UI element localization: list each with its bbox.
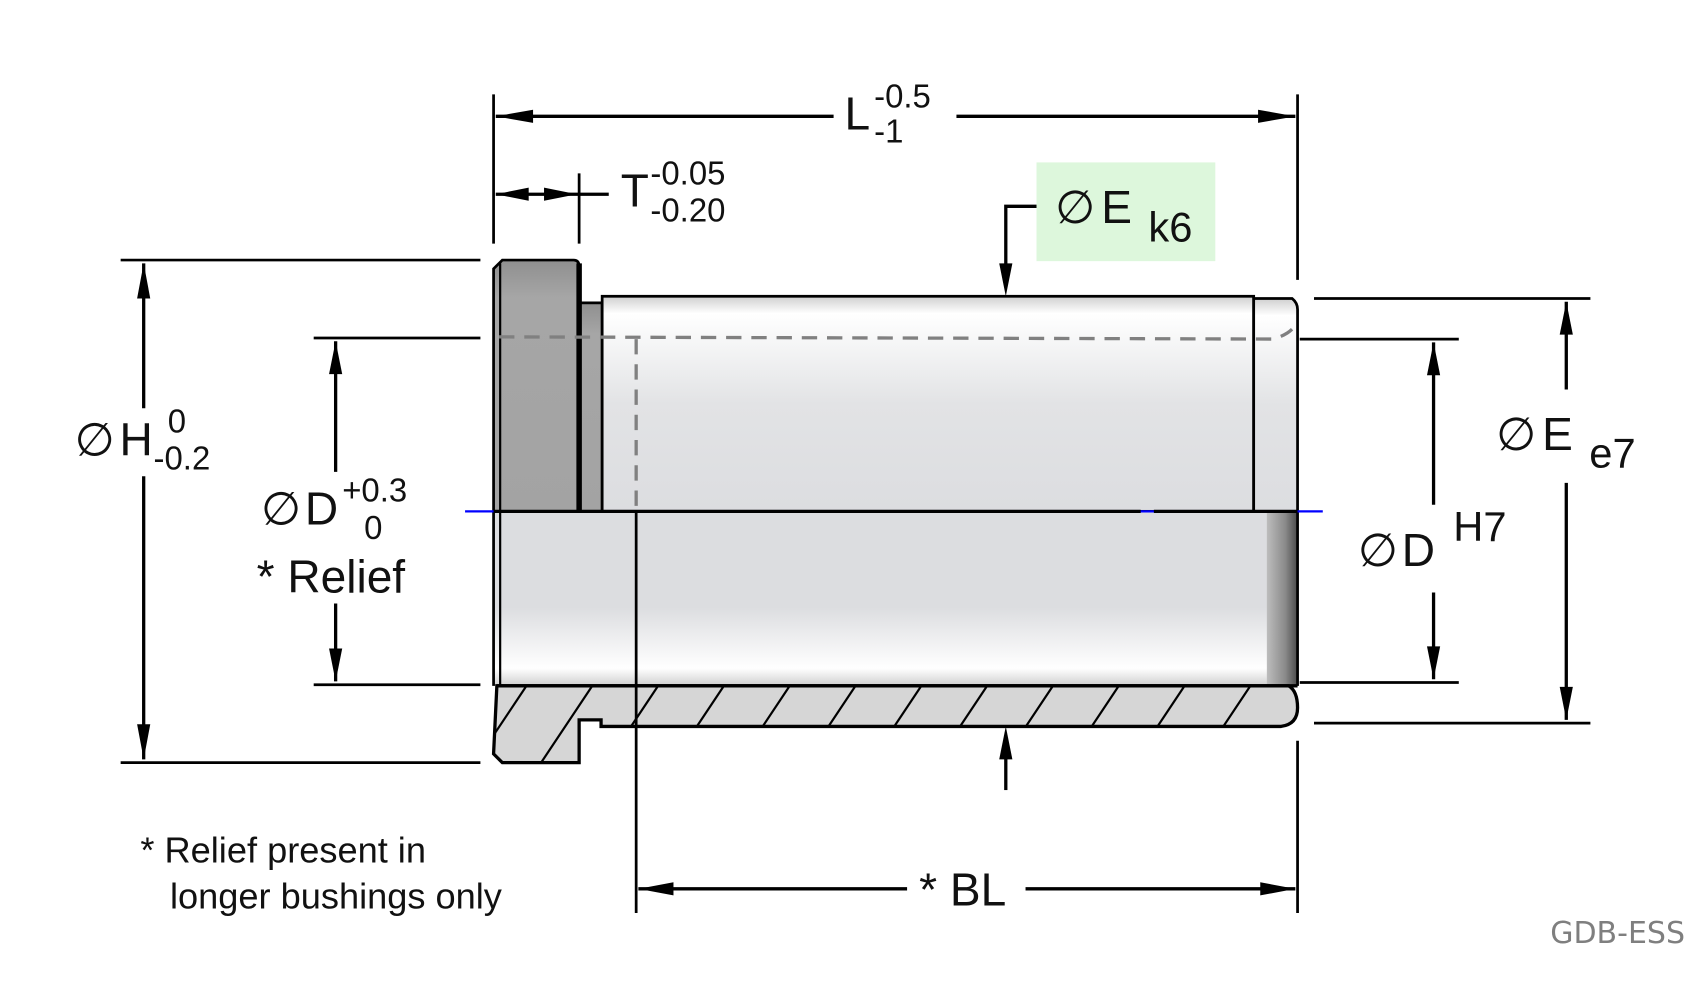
dim-E-e7-diameter-symbol: ∅ — [1496, 408, 1536, 460]
dim-D-relief-upper-tol: +0.3 — [342, 471, 407, 508]
dim-E-k6-diameter-symbol: ∅ — [1055, 181, 1095, 233]
dimension-E-k6: ∅ E k6 — [999, 162, 1216, 297]
dim-E-k6-symbol: E — [1101, 181, 1132, 233]
dimension-T: T -0.05 -0.20 — [495, 154, 725, 244]
dim-T-upper-tol: -0.05 — [650, 154, 725, 191]
dim-T-lower-tol: -0.20 — [650, 192, 725, 229]
footnote-line-2: longer bushings only — [170, 876, 503, 917]
dim-D-relief-symbol: D — [305, 483, 338, 535]
dim-L-upper-tol: -0.5 — [874, 78, 931, 115]
dimension-BL: * BL — [634, 685, 1299, 915]
dim-D-relief-diameter-symbol: ∅ — [261, 483, 301, 535]
dim-H-diameter-symbol: ∅ — [75, 413, 115, 465]
dimension-E-e7: ∅ E e7 — [1314, 297, 1636, 725]
dim-H-lower-tol: -0.2 — [154, 440, 211, 477]
dim-D-H7-symbol: D — [1402, 524, 1435, 576]
dim-BL-label: * BL — [919, 863, 1006, 915]
footnote: * Relief present in longer bushings only — [140, 829, 502, 916]
bushing-external-view — [492, 258, 1299, 513]
dimension-L: L -0.5 -1 — [492, 78, 1299, 280]
dim-D-H7-fit: H7 — [1453, 503, 1506, 550]
dimension-E-k6-lower-arrow — [999, 726, 1013, 791]
dimension-D-H7: ∅ D H7 — [1299, 337, 1507, 684]
dim-E-k6-fit: k6 — [1148, 203, 1192, 250]
highlight-box — [1036, 162, 1216, 262]
footnote-line-1: * Relief present in — [140, 829, 426, 870]
dim-E-e7-fit: e7 — [1589, 429, 1635, 476]
dim-E-e7-symbol: E — [1542, 408, 1573, 460]
dim-D-relief-note: * Relief — [257, 551, 406, 603]
dimension-D-relief: ∅ D +0.3 0 * Relief — [257, 336, 481, 687]
dim-D-H7-diameter-symbol: ∅ — [1358, 524, 1398, 576]
drawing-code-label: GDB-ESS — [1550, 916, 1685, 951]
dim-L-lower-tol: -1 — [874, 113, 903, 150]
dim-H-upper-tol: 0 — [168, 402, 186, 439]
dim-D-relief-lower-tol: 0 — [364, 509, 382, 546]
bushing-section-view — [491, 511, 1300, 765]
dim-T-symbol: T — [621, 164, 649, 216]
dim-L-symbol: L — [845, 87, 871, 139]
dimension-H: ∅ H 0 -0.2 — [75, 258, 481, 765]
dim-H-symbol: H — [120, 413, 153, 465]
